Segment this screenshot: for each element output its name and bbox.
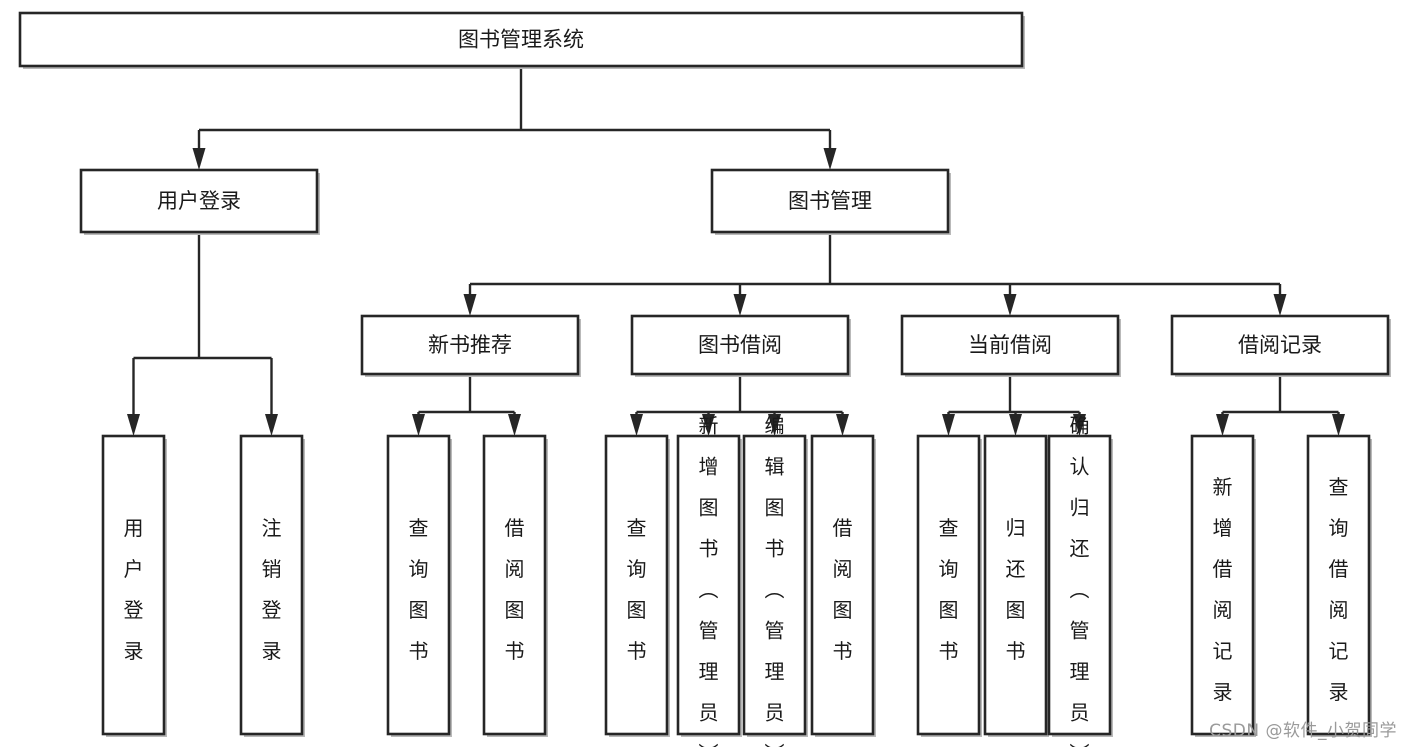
- node-l3-current[interactable]: 当前借阅: [900, 314, 1121, 377]
- node-label: 借阅记录: [1238, 333, 1322, 357]
- node-root[interactable]: 图书管理系统: [18, 11, 1025, 69]
- connector-group: [1216, 374, 1345, 436]
- node-l4-cb-query[interactable]: 查询图书: [916, 434, 982, 737]
- node-rect: [1170, 314, 1390, 376]
- node-rect: [1190, 434, 1255, 736]
- node-l4-bb-query[interactable]: 查询图书: [604, 434, 670, 737]
- node-label: 图书管理: [788, 189, 872, 213]
- node-l4-cb-confirm[interactable]: 确认归还︵管理员︶: [1047, 413, 1113, 747]
- node-rect: [900, 314, 1120, 376]
- nodes-layer: 图书管理系统用户登录图书管理新书推荐图书借阅当前借阅借阅记录用户登录注销登录查询…: [18, 11, 1391, 747]
- node-rect: [1047, 434, 1112, 736]
- node-l4-cb-return[interactable]: 归还图书: [983, 434, 1049, 737]
- node-l4-bb-edit[interactable]: 编辑图书︵管理员︶: [742, 413, 808, 747]
- connector-group: [412, 374, 521, 436]
- node-label: 查询借阅记录: [1329, 475, 1349, 704]
- connector-group: [127, 232, 278, 436]
- node-l4-logout[interactable]: 注销登录: [239, 434, 305, 737]
- connector-group: [630, 374, 849, 436]
- node-l2-user-login[interactable]: 用户登录: [79, 168, 320, 235]
- node-label: 借阅图书: [833, 516, 853, 663]
- node-l4-rec-query[interactable]: 查询借阅记录: [1306, 434, 1372, 737]
- node-l4-user-login[interactable]: 用户登录: [101, 434, 167, 737]
- node-label: 查询图书: [627, 516, 647, 663]
- node-rect: [604, 434, 669, 736]
- node-rect: [79, 168, 319, 234]
- connector-group: [942, 374, 1086, 436]
- node-rect: [710, 168, 950, 234]
- node-label: 新增借阅记录: [1213, 475, 1233, 704]
- node-l3-borrow[interactable]: 图书借阅: [630, 314, 851, 377]
- node-rect: [482, 434, 547, 736]
- node-rect: [676, 434, 741, 736]
- node-label: 确认归还︵管理员︶: [1070, 413, 1090, 747]
- node-label: 借阅图书: [505, 516, 525, 663]
- node-l4-rec-add[interactable]: 新增借阅记录: [1190, 434, 1256, 737]
- node-label: 图书管理系统: [458, 28, 584, 52]
- node-label: 归还图书: [1006, 516, 1026, 663]
- node-l3-new-book[interactable]: 新书推荐: [360, 314, 581, 377]
- node-rect: [983, 434, 1048, 736]
- node-label: 用户登录: [157, 189, 241, 213]
- node-rect: [18, 11, 1024, 68]
- connector-group: [192, 66, 837, 170]
- node-label: 编辑图书︵管理员︶: [765, 413, 785, 747]
- node-rect: [916, 434, 981, 736]
- connectors-layer: [127, 66, 1345, 436]
- node-rect: [239, 434, 304, 736]
- node-l3-record[interactable]: 借阅记录: [1170, 314, 1391, 377]
- node-l4-nb-borrow[interactable]: 借阅图书: [482, 434, 548, 737]
- node-label: 新增图书︵管理员︶: [699, 413, 719, 747]
- node-rect: [101, 434, 166, 736]
- node-rect: [1306, 434, 1371, 736]
- connector-group: [463, 232, 1287, 316]
- node-label: 注销登录: [262, 516, 282, 663]
- node-label: 新书推荐: [428, 333, 512, 357]
- node-label: 当前借阅: [968, 333, 1052, 357]
- node-label: 查询图书: [939, 516, 959, 663]
- node-rect: [386, 434, 451, 736]
- node-rect: [630, 314, 850, 376]
- node-l4-bb-add[interactable]: 新增图书︵管理员︶: [676, 413, 742, 747]
- node-label: 查询图书: [409, 516, 429, 663]
- node-label: 图书借阅: [698, 333, 782, 357]
- node-rect: [810, 434, 875, 736]
- node-l2-book-mgmt[interactable]: 图书管理: [710, 168, 951, 235]
- node-rect: [360, 314, 580, 376]
- node-l4-nb-query[interactable]: 查询图书: [386, 434, 452, 737]
- node-rect: [742, 434, 807, 736]
- node-l4-bb-borrow[interactable]: 借阅图书: [810, 434, 876, 737]
- node-label: 用户登录: [124, 516, 144, 663]
